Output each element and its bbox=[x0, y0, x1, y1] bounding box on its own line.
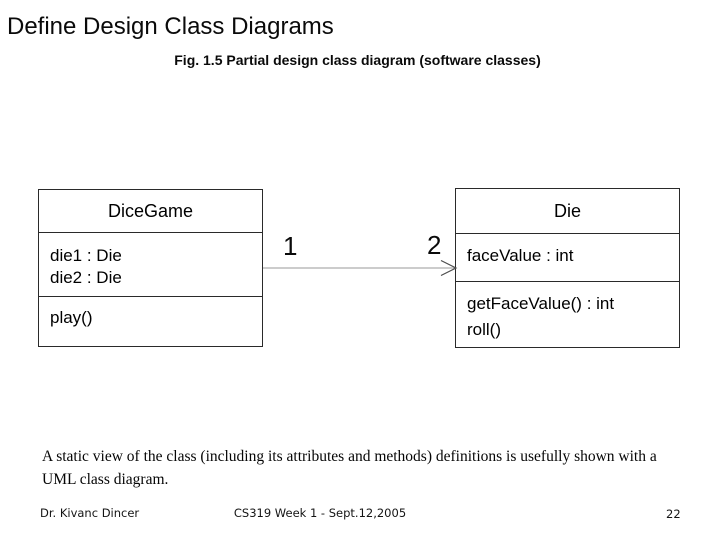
class-method: roll() bbox=[467, 320, 501, 339]
class-name: Die bbox=[553, 200, 581, 221]
class-attribute: faceValue : int bbox=[467, 246, 574, 265]
page-title: Define Design Class Diagrams bbox=[7, 13, 334, 40]
class-name: DiceGame bbox=[107, 200, 194, 221]
class-attribute: die2 : Die bbox=[50, 268, 122, 287]
attributes-compartment: die1 : Die die2 : Die bbox=[39, 232, 262, 296]
multiplicity-label-die-end: 2 bbox=[427, 230, 442, 260]
open-arrowhead-icon bbox=[440, 259, 458, 277]
figure-caption: Fig. 1.5 Partial design class diagram (s… bbox=[174, 52, 541, 68]
methods-compartment: play() bbox=[39, 296, 262, 346]
uml-class-die: Die faceValue : int getFaceValue() : int… bbox=[455, 188, 680, 348]
body-paragraph: A static view of the class (including it… bbox=[42, 448, 657, 488]
multiplicity-label-dicegame-end: 1 bbox=[283, 231, 298, 261]
footer-page-number: 22 bbox=[666, 507, 681, 521]
footer-author: Dr. Kivanc Dincer bbox=[40, 506, 140, 520]
uml-class-dicegame: DiceGame die1 : Die die2 : Die play() bbox=[38, 189, 263, 347]
footer-course-info: CS319 Week 1 - Sept.12,2005 bbox=[233, 506, 407, 520]
methods-compartment: getFaceValue() : int roll() bbox=[456, 281, 679, 347]
class-method: play() bbox=[50, 308, 93, 327]
class-attribute: die1 : Die bbox=[50, 246, 122, 265]
class-method: getFaceValue() : int bbox=[467, 294, 615, 313]
attributes-compartment: faceValue : int bbox=[456, 233, 679, 281]
